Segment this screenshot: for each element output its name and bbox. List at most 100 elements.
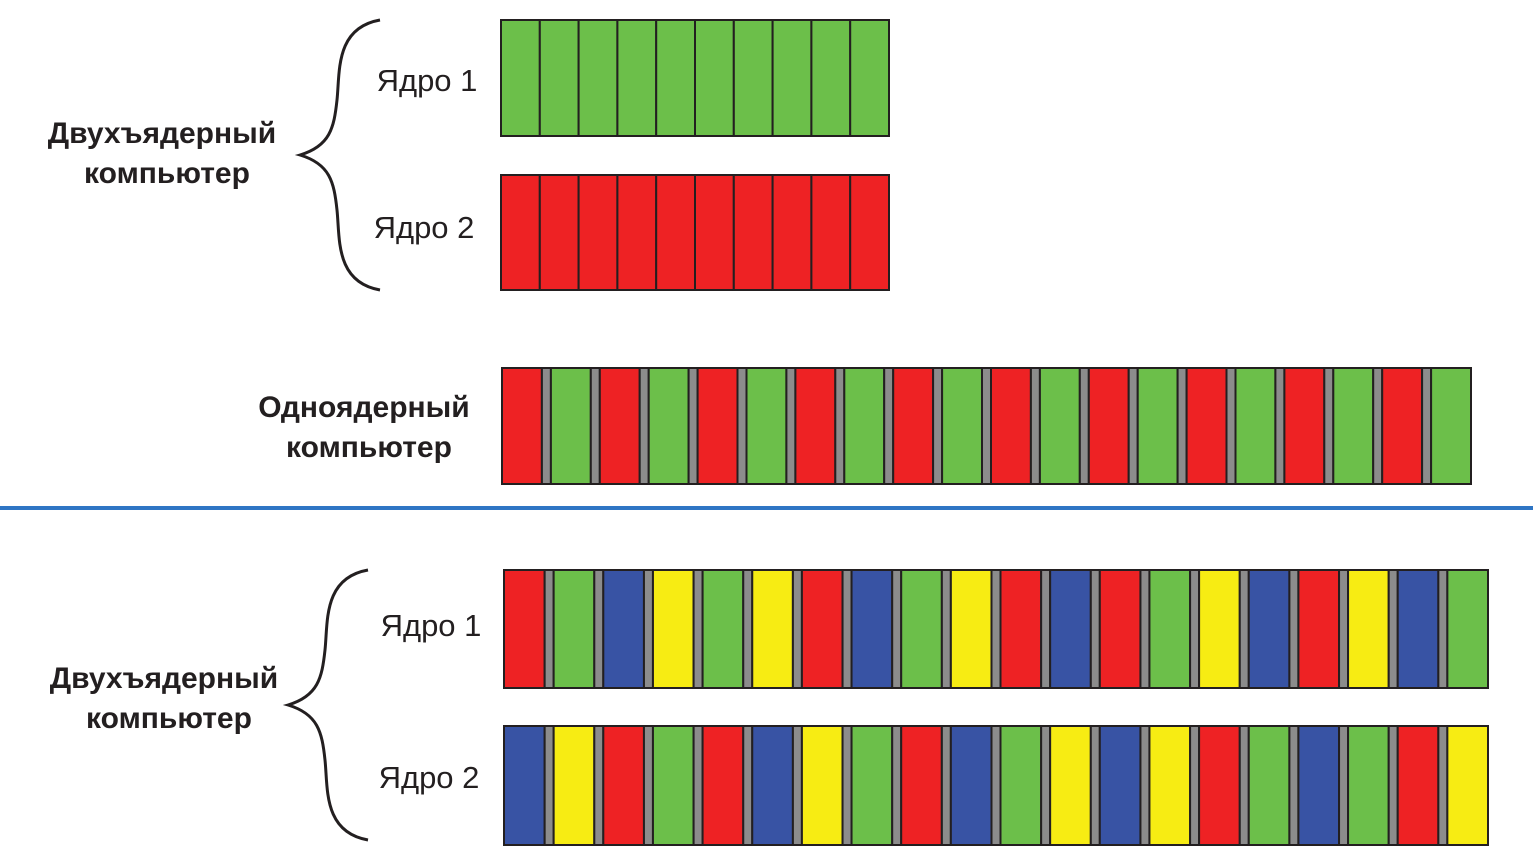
single-core-block-green — [941, 367, 983, 485]
single-core-switch-gap — [589, 367, 601, 485]
single-core-block-red — [501, 367, 543, 485]
bottom-core2-switch-gap — [692, 725, 704, 846]
bottom-core1-block-red — [503, 569, 546, 689]
bottom-core2-switch-gap — [1437, 725, 1449, 846]
bottom-core2-timeline — [503, 725, 1489, 846]
top-core2-block-red — [771, 174, 813, 291]
bottom-core1-block-yellow — [751, 569, 794, 689]
bottom-core2-block-blue — [949, 725, 993, 846]
top-core1-block-green — [771, 19, 813, 137]
bottom-core1-switch-gap — [990, 569, 1002, 689]
bottom-core1-switch-gap — [593, 569, 605, 689]
bottom-core1-block-blue — [1049, 569, 1092, 689]
single-core-switch-gap — [687, 367, 699, 485]
top-core2-label: Ядро 2 — [374, 210, 475, 245]
bottom-core1-block-green — [701, 569, 745, 689]
bottom-core1-switch-gap — [841, 569, 853, 689]
bottom-core2-switch-gap — [1288, 725, 1300, 846]
top-core1-block-green — [849, 19, 891, 137]
top-core1-block-green — [500, 19, 541, 137]
bottom-core1-switch-gap — [1437, 569, 1449, 689]
bottom-core2-block-green — [999, 725, 1043, 846]
bottom-core1-block-yellow — [1347, 569, 1390, 689]
single-label-line2: компьютер — [286, 431, 452, 464]
bottom-core2-switch-gap — [1139, 725, 1151, 846]
top-core2-block-red — [732, 174, 774, 291]
single-core-switch-gap — [638, 367, 650, 485]
bottom-core1-block-blue — [1247, 569, 1291, 689]
bottom-core1-block-red — [800, 569, 844, 689]
top-core2-block-red — [849, 174, 891, 291]
single-core-switch-gap — [736, 367, 748, 485]
single-core-switch-gap — [1127, 367, 1139, 485]
bottom-core2-block-green — [1347, 725, 1390, 846]
single-core-block-red — [598, 367, 641, 485]
single-core-switch-gap — [1029, 367, 1041, 485]
single-core-switch-gap — [1078, 367, 1090, 485]
single-core-block-green — [1430, 367, 1472, 485]
single-core-switch-gap — [1323, 367, 1335, 485]
single-core-block-red — [696, 367, 739, 485]
top-core1-block-green — [810, 19, 852, 137]
bottom-core2-block-green — [850, 725, 894, 846]
bottom-core2-block-yellow — [1148, 725, 1192, 846]
top-core1-block-green — [694, 19, 735, 137]
bottom-core2-switch-gap — [642, 725, 654, 846]
top-dual-label-line2: компьютер — [84, 157, 250, 190]
bottom-core2-block-blue — [1098, 725, 1142, 846]
bottom-core2-block-blue — [751, 725, 794, 846]
bottom-core1-timeline — [503, 569, 1489, 689]
single-label-line1: Одноядерный — [258, 391, 469, 424]
single-core-switch-gap — [1274, 367, 1286, 485]
single-core-switch-gap — [932, 367, 944, 485]
single-core-block-green — [1038, 367, 1081, 485]
single-core-block-green — [745, 367, 788, 485]
bottom-core2-switch-gap — [1338, 725, 1350, 846]
bottom-core1-block-green — [552, 569, 596, 689]
bottom-core2-block-yellow — [1049, 725, 1092, 846]
top-core1-timeline — [500, 19, 891, 137]
bottom-core2-block-red — [1198, 725, 1241, 846]
bottom-core1-block-green — [1446, 569, 1489, 689]
top-dual-brace — [294, 18, 381, 292]
section-divider — [0, 506, 1533, 510]
top-core1-block-green — [616, 19, 658, 137]
bottom-dual-brace — [282, 568, 369, 842]
top-core2-block-red — [810, 174, 852, 291]
single-core-block-green — [1332, 367, 1375, 485]
bottom-core2-switch-gap — [1040, 725, 1052, 846]
bottom-core1-switch-gap — [1288, 569, 1300, 689]
bottom-core2-block-green — [1247, 725, 1291, 846]
bottom-core2-switch-gap — [791, 725, 803, 846]
single-core-switch-gap — [1421, 367, 1433, 485]
bottom-core1-switch-gap — [791, 569, 803, 689]
bottom-core1-label: Ядро 1 — [381, 608, 482, 643]
top-core2-block-red — [655, 174, 697, 291]
bottom-core2-switch-gap — [1238, 725, 1250, 846]
bottom-core1-block-yellow — [651, 569, 695, 689]
bottom-core2-switch-gap — [543, 725, 555, 846]
bottom-core2-switch-gap — [742, 725, 754, 846]
bottom-core2-block-red — [602, 725, 645, 846]
top-core1-block-green — [577, 19, 619, 137]
bottom-core1-block-red — [1098, 569, 1142, 689]
single-core-block-red — [990, 367, 1032, 485]
top-core1-label: Ядро 1 — [377, 63, 478, 98]
single-core-block-red — [1283, 367, 1326, 485]
single-core-block-red — [1381, 367, 1424, 485]
bottom-core2-switch-gap — [593, 725, 605, 846]
single-core-block-green — [1234, 367, 1277, 485]
top-dual-label-line1: Двухъядерный — [48, 117, 276, 150]
bottom-core2-label: Ядро 2 — [379, 760, 480, 795]
single-core-switch-gap — [981, 367, 992, 485]
bottom-dual-label-line1: Двухъядерный — [50, 662, 278, 695]
single-core-block-green — [647, 367, 690, 485]
bottom-core2-block-yellow — [800, 725, 844, 846]
bottom-core1-block-red — [1297, 569, 1341, 689]
bottom-core2-switch-gap — [940, 725, 952, 846]
bottom-core2-block-red — [1396, 725, 1440, 846]
bottom-core2-block-red — [701, 725, 745, 846]
bottom-core2-block-blue — [1297, 725, 1341, 846]
bottom-core1-switch-gap — [1040, 569, 1052, 689]
single-core-switch-gap — [834, 367, 846, 485]
